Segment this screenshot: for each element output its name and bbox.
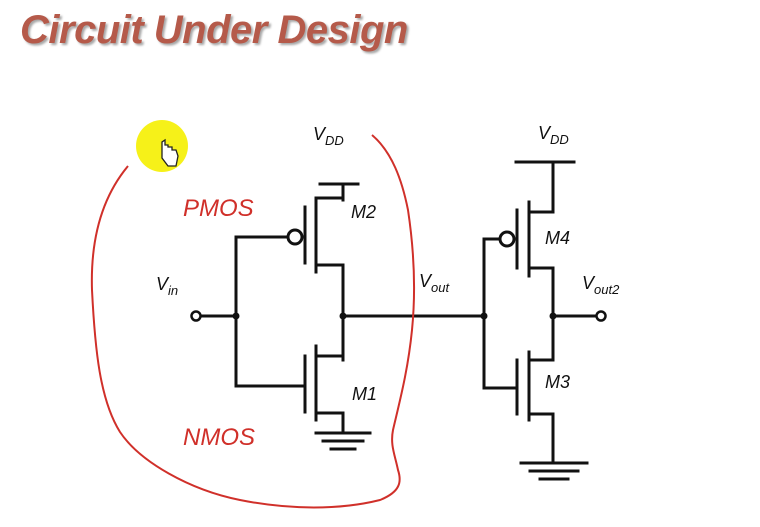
- vin-node: [232, 312, 240, 320]
- inverter-1: [190, 182, 486, 451]
- vdd-label-2: VDD: [538, 123, 569, 147]
- vout2-label: Vout2: [582, 273, 620, 297]
- m4-gate-bubble: [498, 230, 516, 248]
- inverter-2: [480, 160, 607, 481]
- vout-label: Vout: [419, 271, 450, 295]
- slide-title: Circuit Under Design: [20, 8, 408, 52]
- m1-label: M1: [352, 384, 377, 404]
- hand-drawn-outline: [90, 134, 416, 509]
- m4-label: M4: [545, 228, 570, 248]
- vin-label: Vin: [156, 274, 178, 298]
- nmos-annotation: NMOS: [183, 424, 255, 451]
- hand-pointer-icon: [161, 138, 179, 167]
- vin-terminal: [190, 310, 202, 322]
- m2-label: M2: [351, 202, 376, 222]
- vout2-terminal: [595, 310, 607, 322]
- m3-label: M3: [545, 372, 570, 392]
- pmos-annotation: PMOS: [183, 195, 254, 222]
- vout-node: [480, 312, 488, 320]
- m2-gate-bubble: [286, 228, 304, 246]
- vdd-label-1: VDD: [313, 124, 344, 148]
